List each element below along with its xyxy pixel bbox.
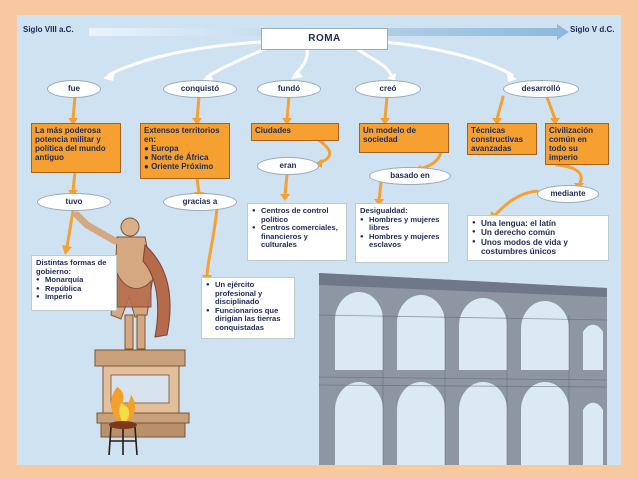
detail-centros: Centros de control político Centros come… bbox=[247, 203, 347, 261]
concept-potencia: La más poderosa potencia militar y polít… bbox=[31, 123, 121, 173]
link-eran: eran bbox=[257, 157, 319, 175]
link-desarrollo: desarrolló bbox=[503, 80, 579, 98]
roma-arrowheads bbox=[103, 70, 517, 82]
territorio-item: ● Oriente Próximo bbox=[144, 162, 214, 171]
detail-ejercito: Un ejército profesional y disciplinado F… bbox=[201, 277, 295, 339]
connector-layer bbox=[62, 24, 608, 465]
timeline-end-label: Siglo V d.C. bbox=[570, 25, 615, 34]
link-basado-en: basado en bbox=[369, 167, 451, 185]
roma-title: ROMA bbox=[261, 28, 388, 50]
detail-gobierno: Distintas formas de gobierno: Monarquía … bbox=[31, 255, 117, 311]
detail-cultura: Una lengua: el latín Un derecho común Un… bbox=[467, 215, 609, 261]
concept-sociedad: Un modelo de sociedad bbox=[359, 123, 449, 153]
link-creo: creó bbox=[355, 80, 421, 98]
ejercito-item: Funcionarios que dirigían las tierras co… bbox=[206, 306, 290, 333]
concept-civilizacion: Civilización común en todo su imperio bbox=[545, 123, 609, 165]
roman-aqueduct bbox=[318, 273, 608, 465]
cultura-item: Unos modos de vida y costumbres únicos bbox=[472, 238, 604, 257]
territorio-item: ● Europa bbox=[144, 144, 179, 153]
link-fue: fue bbox=[47, 80, 101, 98]
desigualdad-title: Desigualdad: bbox=[360, 206, 408, 215]
cultura-item: Una lengua: el latín bbox=[472, 219, 604, 229]
territorio-item: ● Norte de África bbox=[144, 153, 209, 162]
centros-item: Centros comerciales, financieros y cultu… bbox=[252, 223, 342, 250]
concept-map: Siglo VIII a.C. Siglo V d.C. ROMA fue co… bbox=[17, 15, 621, 465]
link-tuvo: tuvo bbox=[37, 193, 111, 211]
gobierno-item: República bbox=[36, 284, 112, 294]
ejercito-item: Un ejército profesional y disciplinado bbox=[206, 280, 290, 307]
territorios-title: Extensos territorios en: bbox=[144, 126, 220, 144]
desigualdad-item: Hombres y mujeres esclavos bbox=[360, 232, 444, 250]
flame-brazier bbox=[108, 387, 138, 456]
centros-item: Centros de control político bbox=[252, 206, 342, 224]
concept-ciudades: Ciudades bbox=[251, 123, 339, 141]
cultura-item: Un derecho común bbox=[472, 228, 604, 238]
concept-tecnicas: Técnicas constructivas avanzadas bbox=[467, 123, 537, 155]
link-fundo: fundó bbox=[257, 80, 321, 98]
timeline-start-label: Siglo VIII a.C. bbox=[23, 25, 74, 34]
link-mediante: mediante bbox=[537, 185, 599, 203]
emperor-statue bbox=[73, 211, 190, 438]
gobierno-title: Distintas formas de gobierno: bbox=[36, 258, 107, 276]
link-conquisto: conquistó bbox=[163, 80, 237, 98]
link-gracias-a: gracias a bbox=[163, 193, 237, 211]
gobierno-item: Monarquía bbox=[36, 276, 112, 285]
concept-territorios: Extensos territorios en: ● Europa ● Nort… bbox=[140, 123, 230, 179]
desigualdad-item: Hombres y mujeres libres bbox=[360, 215, 444, 233]
gobierno-item: Imperio bbox=[36, 293, 112, 302]
detail-desigualdad: Desigualdad: Hombres y mujeres libres Ho… bbox=[355, 203, 449, 263]
